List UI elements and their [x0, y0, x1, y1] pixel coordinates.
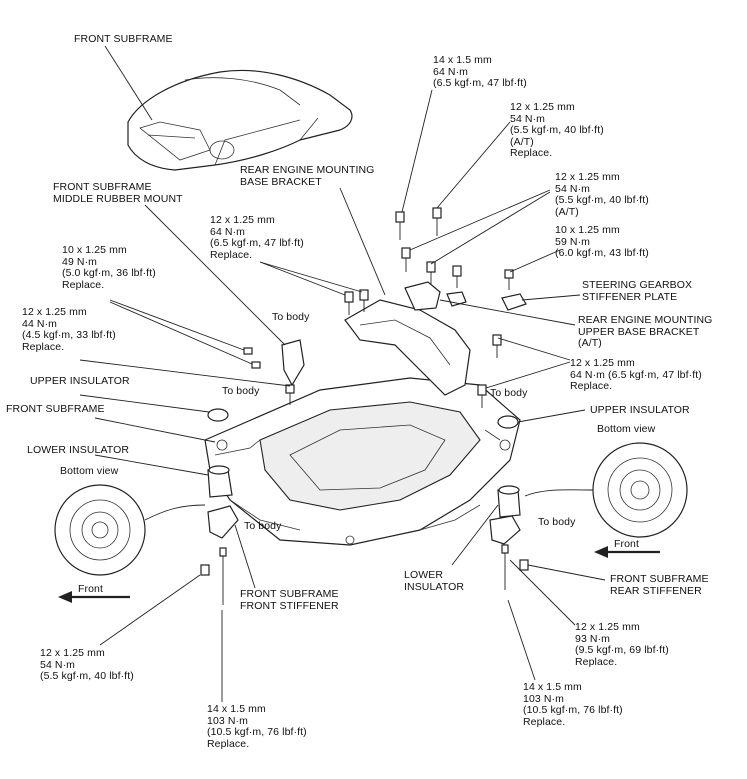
label-front-subframe-left: FRONT SUBFRAME: [6, 403, 105, 415]
insulators: [207, 408, 521, 518]
label-to-body-3: To body: [490, 387, 528, 399]
front-subframe-middle-rubber-mount: [243, 339, 305, 405]
label-bottom-view-left: Bottom view: [60, 465, 119, 477]
label-front-subframe-top: FRONT SUBFRAME: [74, 33, 173, 45]
label-bolt-12x125-93: 12 x 1.25 mm 93 N·m (9.5 kgf·m, 69 lbf·f…: [575, 621, 669, 668]
label-to-body-1: To body: [272, 311, 310, 323]
label-bolt-12x125-64-replace: 12 x 1.25 mm 64 N·m (6.5 kgf·m, 47 lbf·f…: [210, 214, 304, 261]
bottom-view-right: [524, 442, 688, 538]
label-upper-insulator-right: UPPER INSULATOR: [590, 404, 690, 416]
bolts-bottom: [200, 544, 529, 605]
label-upper-insulator-left: UPPER INSULATOR: [30, 375, 130, 387]
label-rear-engine-mounting-base-bracket: REAR ENGINE MOUNTING BASE BRACKET: [240, 164, 375, 188]
label-to-body-4: To body: [244, 520, 282, 532]
label-to-body-5: To body: [538, 516, 576, 528]
label-bolt-10x125-59: 10 x 1.25 mm 59 N·m (6.0 kgf·m, 43 lbf·f…: [555, 224, 649, 259]
label-front-right: Front: [614, 538, 640, 550]
bottom-view-left: [54, 484, 206, 576]
label-rear-engine-mounting-upper-base-bracket: REAR ENGINE MOUNTING UPPER BASE BRACKET …: [578, 314, 713, 349]
label-front-subframe-front-stiffener: FRONT SUBFRAME FRONT STIFFENER: [240, 588, 339, 612]
label-bolt-12x125-64-right: 12 x 1.25 mm 64 N·m (6.5 kgf·m, 47 lbf·f…: [570, 357, 702, 392]
label-bottom-view-right: Bottom view: [597, 423, 656, 435]
label-steering-gearbox-stiffener-plate: STEERING GEARBOX STIFFENER PLATE: [582, 279, 693, 303]
label-bolt-12x125-54-bottom: 12 x 1.25 mm 54 N·m (5.5 kgf·m, 40 lbf·f…: [40, 647, 134, 682]
label-bolt-12x125-54-at-replace: 12 x 1.25 mm 54 N·m (5.5 kgf·m, 40 lbf·f…: [510, 101, 604, 159]
stiffeners: [207, 505, 521, 545]
label-lower-insulator-left: LOWER INSULATOR: [27, 444, 130, 456]
label-front-subframe-rear-stiffener: FRONT SUBFRAME REAR STIFFENER: [610, 573, 709, 597]
label-bolt-14x15-64: 14 x 1.5 mm 64 N·m (6.5 kgf·m, 47 lbf·ft…: [433, 54, 527, 89]
car-outline: [127, 69, 353, 171]
label-front-subframe-middle-rubber-mount: FRONT SUBFRAME MIDDLE RUBBER MOUNT: [53, 181, 183, 205]
steering-gearbox-stiffener-plate: [501, 293, 527, 311]
label-lower-insulator-right: LOWER INSULATOR: [404, 569, 465, 593]
front-arrows: [58, 546, 660, 603]
label-bolt-14x15-103-left: 14 x 1.5 mm 103 N·m (10.5 kgf·m, 76 lbf·…: [207, 703, 307, 750]
bolts-top: [344, 207, 514, 408]
label-to-body-2: To body: [222, 385, 260, 397]
label-bolt-12x125-44: 12 x 1.25 mm 44 N·m (4.5 kgf·m, 33 lbf·f…: [22, 306, 116, 353]
leader-lines: [79, 45, 606, 702]
label-bolt-10x125-49: 10 x 1.25 mm 49 N·m (5.0 kgf·m, 36 lbf·f…: [62, 244, 156, 291]
label-front-left: Front: [78, 583, 104, 595]
label-bolt-12x125-54-at: 12 x 1.25 mm 54 N·m (5.5 kgf·m, 40 lbf·f…: [555, 171, 649, 218]
rear-engine-mounting-base-bracket: [344, 299, 471, 396]
label-bolt-14x15-103-right: 14 x 1.5 mm 103 N·m (10.5 kgf·m, 76 lbf·…: [523, 681, 623, 728]
front-subframe-body: [204, 377, 521, 546]
